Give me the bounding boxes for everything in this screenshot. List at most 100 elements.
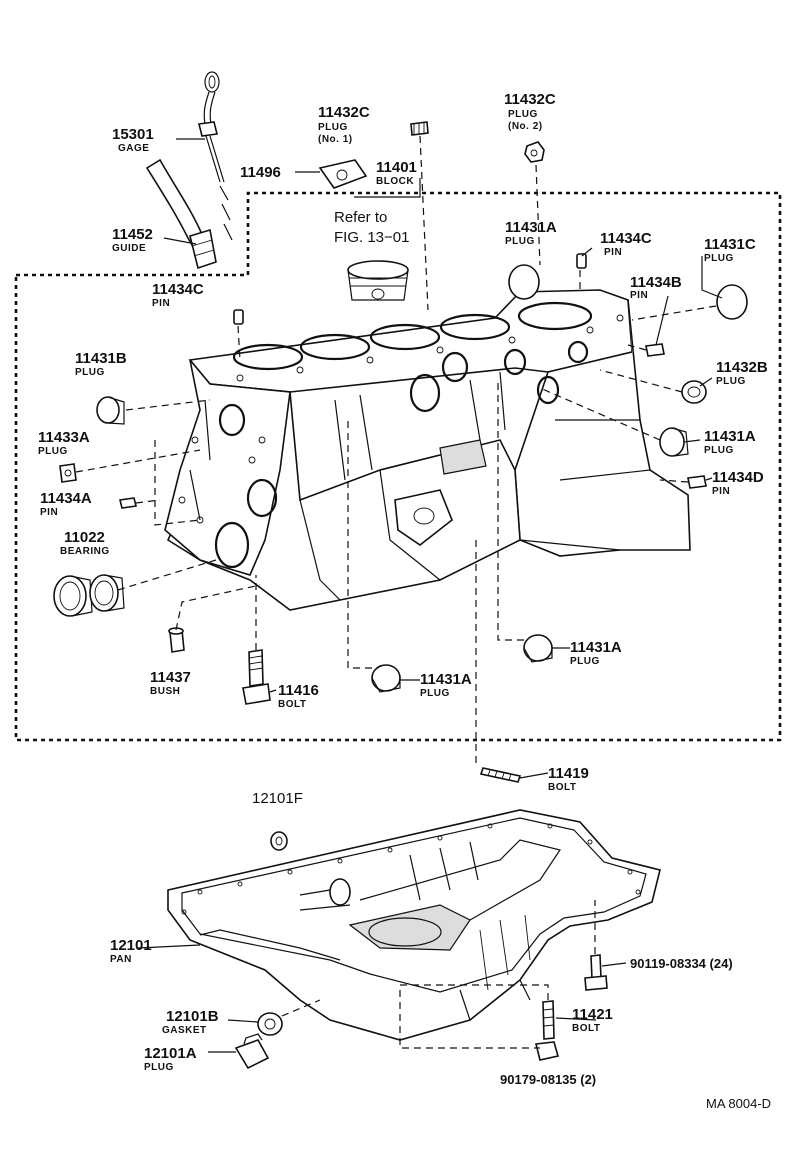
plug-11431a-mid-drawing — [523, 634, 553, 663]
cylinder-block-drawing — [164, 289, 691, 611]
bolt-11419-drawing — [479, 767, 522, 783]
svg-text:GAGE: GAGE — [118, 143, 149, 154]
callout-11437: 11437 BUSH — [150, 669, 191, 697]
svg-text:PLUG: PLUG — [570, 656, 600, 667]
pin-11434b-drawing — [645, 343, 665, 357]
callout-11496: 11496 — [240, 164, 281, 181]
callout-11433a: 11433A PLUG — [38, 429, 90, 457]
callout-11401: 11401 BLOCK — [376, 159, 417, 187]
plug-no2-drawing — [524, 141, 545, 163]
svg-text:PLUG: PLUG — [704, 253, 734, 264]
piston-drawing — [347, 260, 409, 301]
svg-text:PIN: PIN — [604, 247, 622, 258]
bolt-90119-drawing — [584, 954, 608, 991]
diagram-code: MA 8004-D — [706, 1096, 771, 1111]
svg-text:BOLT: BOLT — [548, 782, 576, 793]
callout-11421: 11421 BOLT — [572, 1006, 613, 1034]
svg-text:PLUG: PLUG — [704, 445, 734, 456]
svg-text:Refer to: Refer to — [334, 209, 387, 226]
callout-11022: 11022 BEARING — [60, 529, 109, 557]
svg-text:PLUG: PLUG — [505, 236, 535, 247]
callout-11431a-right: 11431A PLUG — [704, 428, 756, 456]
svg-text:11434C: 11434C — [600, 230, 652, 247]
callout-12101a: 12101A PLUG — [144, 1045, 197, 1073]
svg-text:11452: 11452 — [112, 226, 153, 243]
svg-text:11496: 11496 — [240, 164, 281, 181]
plug-11431a-right-drawing — [659, 427, 689, 457]
svg-text:11416: 11416 — [278, 682, 319, 699]
pin-11434a-drawing — [119, 497, 137, 509]
pin-11434c-right-drawing — [576, 253, 587, 269]
svg-text:PLUG: PLUG — [508, 109, 538, 120]
plug-11433a-drawing — [59, 463, 77, 483]
svg-text:12101A: 12101A — [144, 1045, 197, 1062]
svg-text:BUSH: BUSH — [150, 686, 180, 697]
callout-11434c-left: 11434C PIN — [152, 281, 204, 309]
callout-11434a: 11434A PIN — [40, 490, 92, 518]
svg-text:11434B: 11434B — [630, 274, 682, 291]
callout-11431a-bot: 11431A PLUG — [420, 671, 472, 699]
svg-text:11431B: 11431B — [75, 350, 127, 367]
svg-text:90119-08334 (24): 90119-08334 (24) — [630, 956, 733, 971]
svg-text:11431C: 11431C — [704, 236, 756, 253]
callout-90179: 90179-08135 (2) — [500, 1072, 596, 1087]
svg-text:PLUG: PLUG — [75, 367, 105, 378]
leader-lines — [75, 135, 723, 1053]
callout-12101: 12101 PAN — [110, 937, 152, 965]
svg-text:11432B: 11432B — [716, 359, 768, 376]
svg-text:11433A: 11433A — [38, 429, 90, 446]
gasket-12101f-drawing — [270, 831, 288, 851]
callout-15301: 15301 GAGE — [112, 126, 154, 154]
svg-text:12101B: 12101B — [166, 1008, 219, 1025]
callout-11432c-no2: 11432C PLUG (No. 2) — [504, 91, 556, 132]
svg-text:11434C: 11434C — [152, 281, 204, 298]
svg-text:11401: 11401 — [376, 159, 417, 176]
pin-11434c-left-drawing — [233, 309, 244, 325]
washer-90179-drawing — [535, 1041, 560, 1061]
svg-text:11431A: 11431A — [570, 639, 622, 656]
callout-11434d: 11434D PIN — [712, 469, 764, 497]
svg-text:12101: 12101 — [110, 937, 152, 954]
gasket-12101b-drawing — [257, 1012, 283, 1036]
svg-text:PLUG: PLUG — [38, 446, 68, 457]
pin-11434d-drawing — [687, 475, 707, 489]
svg-text:BLOCK: BLOCK — [376, 176, 414, 187]
svg-text:PLUG: PLUG — [420, 688, 450, 699]
svg-text:BOLT: BOLT — [572, 1023, 600, 1034]
plug-11431b-drawing — [96, 396, 125, 425]
callout-11431a-top: 11431A PLUG — [505, 219, 557, 247]
svg-text:11431A: 11431A — [505, 219, 557, 236]
drain-plug-12101a-drawing — [234, 1033, 270, 1070]
svg-text:11022: 11022 — [64, 529, 105, 546]
bush-11437-drawing — [168, 627, 185, 653]
callout-12101f: 12101F — [252, 790, 303, 807]
oil-pan-drawing — [167, 809, 661, 1041]
bolt-11416-drawing — [242, 649, 271, 705]
svg-text:PIN: PIN — [630, 290, 648, 301]
svg-text:GASKET: GASKET — [162, 1025, 207, 1036]
callout-12101b: 12101B GASKET — [162, 1008, 219, 1036]
svg-text:11421: 11421 — [572, 1006, 613, 1023]
callout-11452: 11452 GUIDE — [112, 226, 153, 254]
plug-11431a-bot-drawing — [371, 664, 401, 693]
svg-text:PAN: PAN — [110, 954, 132, 965]
svg-text:PLUG: PLUG — [144, 1062, 174, 1073]
svg-text:11434D: 11434D — [712, 469, 764, 486]
svg-text:(No. 1): (No. 1) — [318, 134, 353, 145]
dipstick-gage-drawing — [198, 71, 233, 241]
cover-plate-drawing — [318, 159, 368, 189]
block-assembly-boundary — [14, 191, 782, 742]
svg-text:GUIDE: GUIDE — [112, 243, 146, 254]
svg-text:11431A: 11431A — [420, 671, 472, 688]
svg-text:PLUG: PLUG — [318, 122, 348, 133]
callout-11419: 11419 BOLT — [548, 765, 589, 793]
bolt-11421-drawing — [542, 1000, 555, 1040]
callout-11431a-mid: 11431A PLUG — [570, 639, 622, 667]
svg-text:12101F: 12101F — [252, 790, 303, 807]
callout-11432b: 11432B PLUG — [716, 359, 768, 387]
svg-text:PLUG: PLUG — [716, 376, 746, 387]
svg-text:11419: 11419 — [548, 765, 589, 782]
svg-text:11437: 11437 — [150, 669, 191, 686]
svg-text:FIG. 13−01: FIG. 13−01 — [334, 229, 409, 246]
